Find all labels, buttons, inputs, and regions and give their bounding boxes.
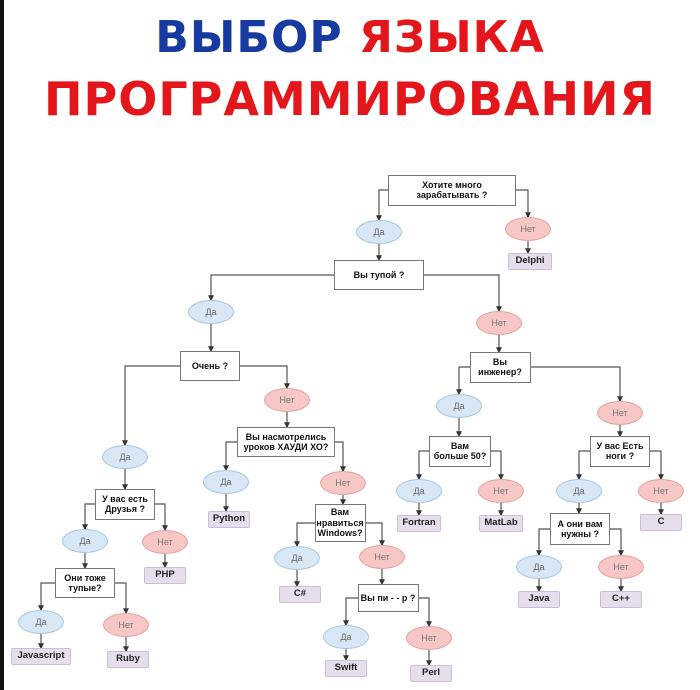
yes-node: Да [274,546,320,570]
yes-node: Да [516,555,562,579]
title-word-red: ЯЗЫКА [358,12,545,63]
yes-node: Да [102,445,148,469]
question-box: Хотите много зарабатывать ? [388,174,516,206]
yes-node: Да [62,529,108,553]
language-fortran: Fortran [397,514,441,532]
connector-arrow [419,597,432,628]
question-box: Вы инженер? [469,351,531,383]
yes-node: Да [188,300,234,324]
language-swift: Swift [325,659,367,677]
no-node: Нет [320,471,366,495]
no-node: Нет [264,388,310,412]
connector-arrow [531,366,623,403]
no-node: Нет [598,555,644,579]
no-node: Нет [476,311,522,335]
question-box: Вы тупой ? [334,260,424,290]
question-box: Очень ? [180,351,240,381]
no-node: Нет [359,545,405,569]
connector-arrow [38,582,55,612]
language-python: Python [208,510,250,528]
connector-arrow [223,441,237,472]
no-node: Нет [505,217,551,241]
connector-arrow [366,522,385,547]
connector-arrow [155,503,168,532]
title-line-2: ПРОГРАММИРОВАНИЯ [44,72,656,126]
connector-arrow [516,189,531,219]
question-box: Вы пи - - р ? [357,584,419,612]
left-border [0,0,4,690]
language-delphi: Delphi [508,252,552,270]
language-java: Java [518,590,560,608]
question-box: У вас есть Друзья ? [95,488,155,520]
question-box: А они вам нужны ? [550,513,610,545]
language-matlab: MatLab [479,514,523,532]
language-javascript: Javascript [11,647,71,665]
connector-arrow [650,450,664,481]
yes-node: Да [396,479,442,503]
connector-arrow [82,503,95,531]
yes-node: Да [436,394,482,418]
language-perl: Perl [410,664,452,682]
no-node: Нет [478,479,524,503]
connector-arrow [576,450,590,481]
yes-node: Да [18,610,64,634]
no-node: Нет [103,613,149,637]
connector-arrow [335,441,346,473]
connector-arrow [610,528,624,557]
no-node: Нет [406,626,452,650]
question-box: У вас Есть ноги ? [590,435,650,467]
connector-arrow [536,528,550,557]
connector-arrow [122,365,180,447]
connector-arrow [208,274,334,302]
title-line-1: ВЫБОР ЯЗЫКА [0,12,700,63]
connector-arrow [294,522,315,548]
connector-arrow [115,582,129,615]
yes-node: Да [556,479,602,503]
connector-arrow [491,450,504,481]
connector-arrow [416,450,429,481]
title-word-blue: ВЫБОР [155,12,343,63]
connector-arrow [376,189,388,222]
language-cpp: C++ [600,590,642,608]
no-node: Нет [638,479,684,503]
question-box: Они тоже тупые? [55,568,115,598]
language-ruby: Ruby [107,650,149,668]
language-c: C [640,513,682,531]
connector-arrow [240,365,290,390]
language-php: PHP [144,566,186,584]
connector-arrow [424,274,502,313]
yes-node: Да [323,625,369,649]
connector-arrow [343,597,358,627]
no-node: Нет [142,530,188,554]
question-box: Вам больше 50? [429,435,491,467]
yes-node: Да [203,470,249,494]
language-csharp: C# [279,585,321,603]
connector-arrow [456,366,470,396]
yes-node: Да [356,220,402,244]
question-box: Вам нравиться Windows? [314,504,366,542]
question-box: Вы насмотрелись уроков ХАУДИ ХО? [237,427,335,457]
no-node: Нет [597,401,643,425]
